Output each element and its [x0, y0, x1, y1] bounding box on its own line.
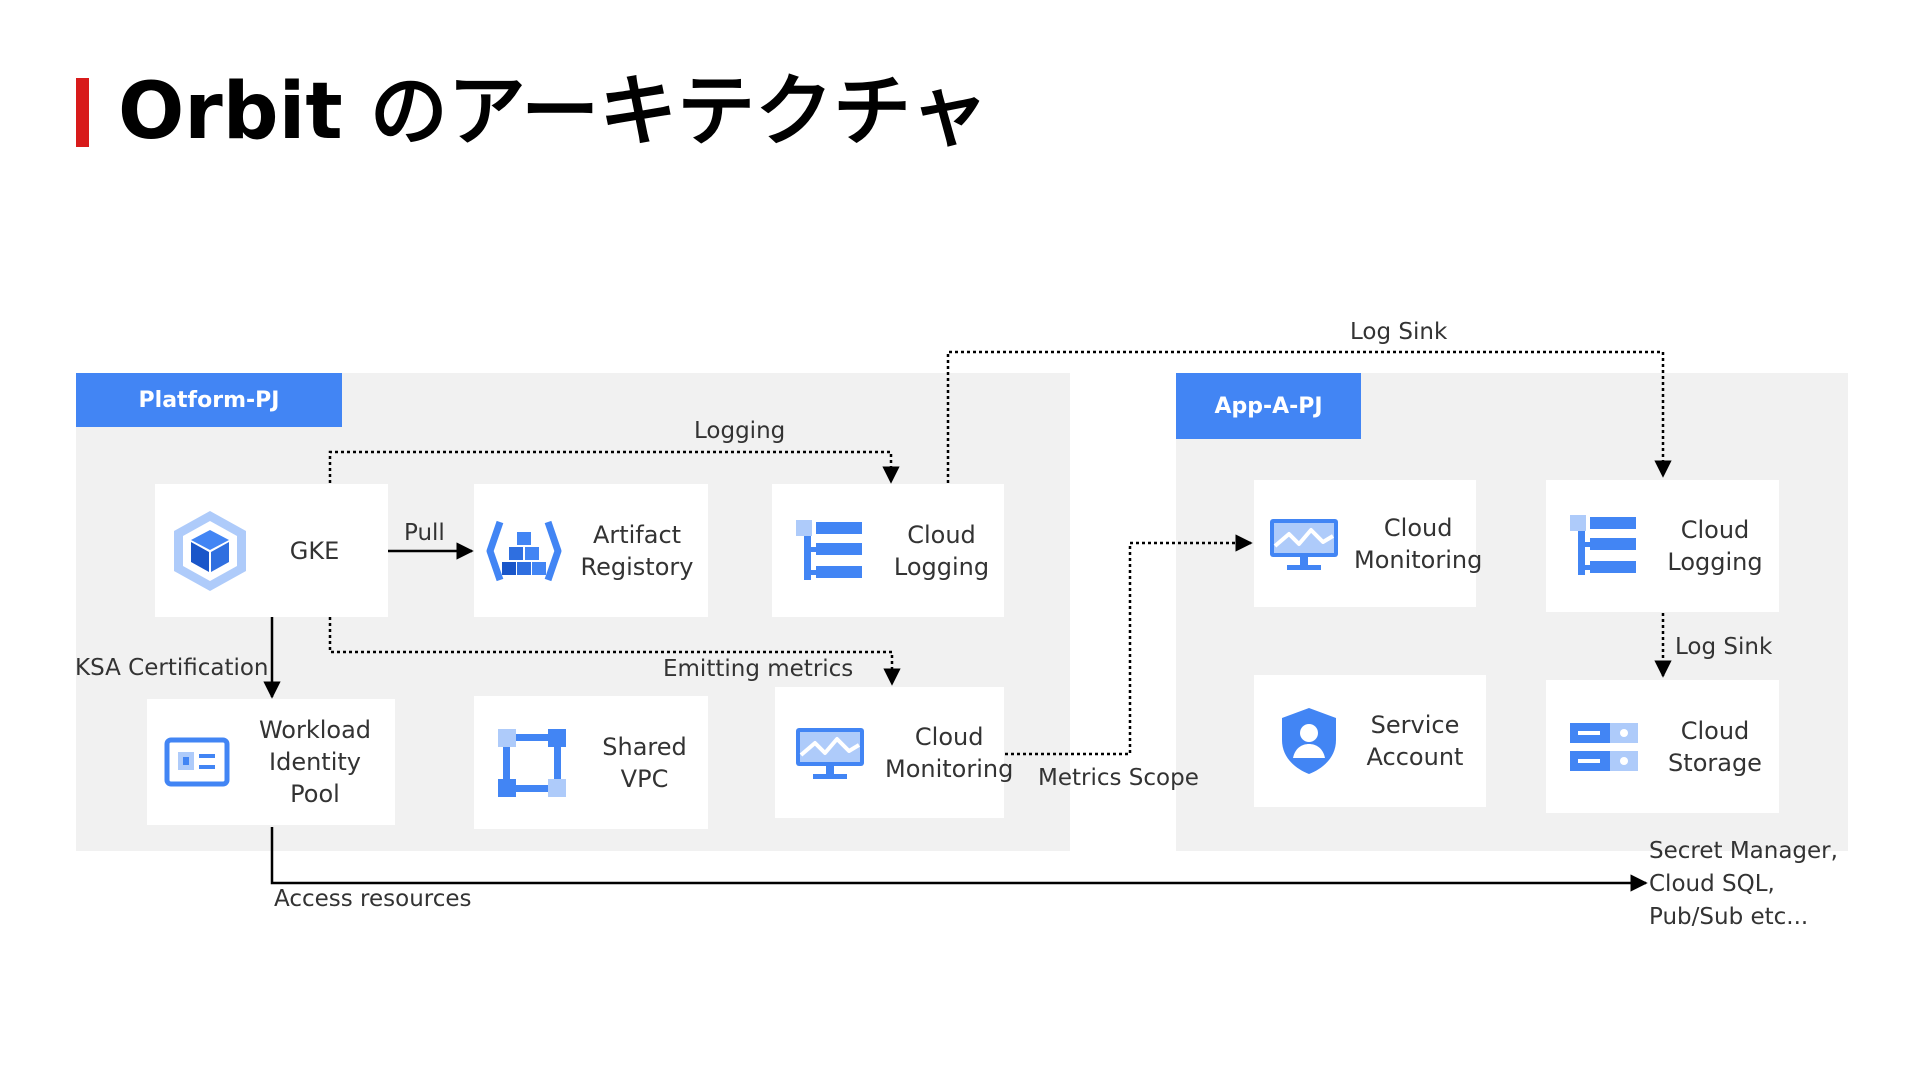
app-cloud-monitoring-label: Cloud Monitoring — [1354, 513, 1483, 574]
workload-identity-pool-node: Workload Identity Pool — [147, 699, 395, 825]
edge-log-sink-top — [946, 350, 1672, 483]
page-title: Orbit のアーキテクチャ — [118, 67, 989, 157]
edge-label-log-sink-storage: Log Sink — [1675, 634, 1773, 660]
cloud-monitoring-icon — [1254, 516, 1354, 572]
shared-vpc-icon — [474, 727, 589, 799]
shared-vpc-node: Shared VPC — [474, 696, 708, 829]
cloud-monitoring-icon — [775, 725, 885, 781]
gke-label: GKE — [289, 536, 340, 565]
platform-cloud-logging-label: Cloud Logging — [893, 520, 990, 581]
artifact-registry-icon — [474, 516, 574, 586]
edge-label-emitting-metrics: Emitting metrics — [663, 656, 854, 682]
edge-label-metrics-scope: Metrics Scope — [1038, 765, 1199, 791]
service-account-label: Service Account — [1366, 711, 1464, 771]
gke-icon — [155, 508, 265, 594]
gke-node: GKE — [155, 484, 388, 617]
edge-label-pull: Pull — [404, 520, 445, 546]
workload-identity-icon — [147, 737, 247, 787]
platform-cloud-monitoring-label: Cloud Monitoring — [885, 722, 1014, 783]
service-account-node: Service Account — [1254, 675, 1486, 807]
platform-cloud-logging-node: Cloud Logging — [772, 484, 1004, 617]
cloud-logging-icon — [772, 518, 887, 584]
edge-metrics-scope — [1005, 534, 1253, 756]
cloud-storage-icon — [1546, 719, 1661, 775]
app-project-tag: App-A-PJ — [1176, 373, 1361, 439]
edge-access-resources — [270, 827, 1648, 892]
artifact-registry-node: Artifact Registory — [474, 484, 708, 617]
edge-label-ksa-certification: KSA Certification — [75, 655, 269, 681]
cloud-storage-label: Cloud Storage — [1668, 716, 1762, 777]
app-cloud-logging-node: Cloud Logging — [1546, 480, 1779, 612]
cloud-storage-node: Cloud Storage — [1546, 680, 1779, 813]
edge-label-logging: Logging — [694, 418, 786, 444]
edge-label-access-resources: Access resources — [274, 886, 472, 912]
edge-emitting-metrics — [328, 617, 901, 686]
external-resources-label: Secret Manager, Cloud SQL, Pub/Sub etc..… — [1649, 838, 1838, 930]
edge-logging — [328, 450, 900, 484]
artifact-registry-label: Artifact Registory — [580, 520, 694, 581]
platform-project-tag: Platform-PJ — [76, 373, 342, 427]
platform-cloud-monitoring-node: Cloud Monitoring — [775, 687, 1013, 818]
app-cloud-monitoring-node: Cloud Monitoring — [1254, 480, 1482, 607]
edge-label-log-sink-top: Log Sink — [1350, 319, 1448, 345]
cloud-logging-icon — [1546, 513, 1661, 579]
workload-identity-pool-label: Workload Identity Pool — [258, 716, 372, 808]
service-account-icon — [1254, 706, 1364, 776]
app-cloud-logging-label: Cloud Logging — [1667, 516, 1763, 576]
shared-vpc-label: Shared VPC — [602, 732, 687, 793]
title-accent-bar — [76, 78, 89, 147]
